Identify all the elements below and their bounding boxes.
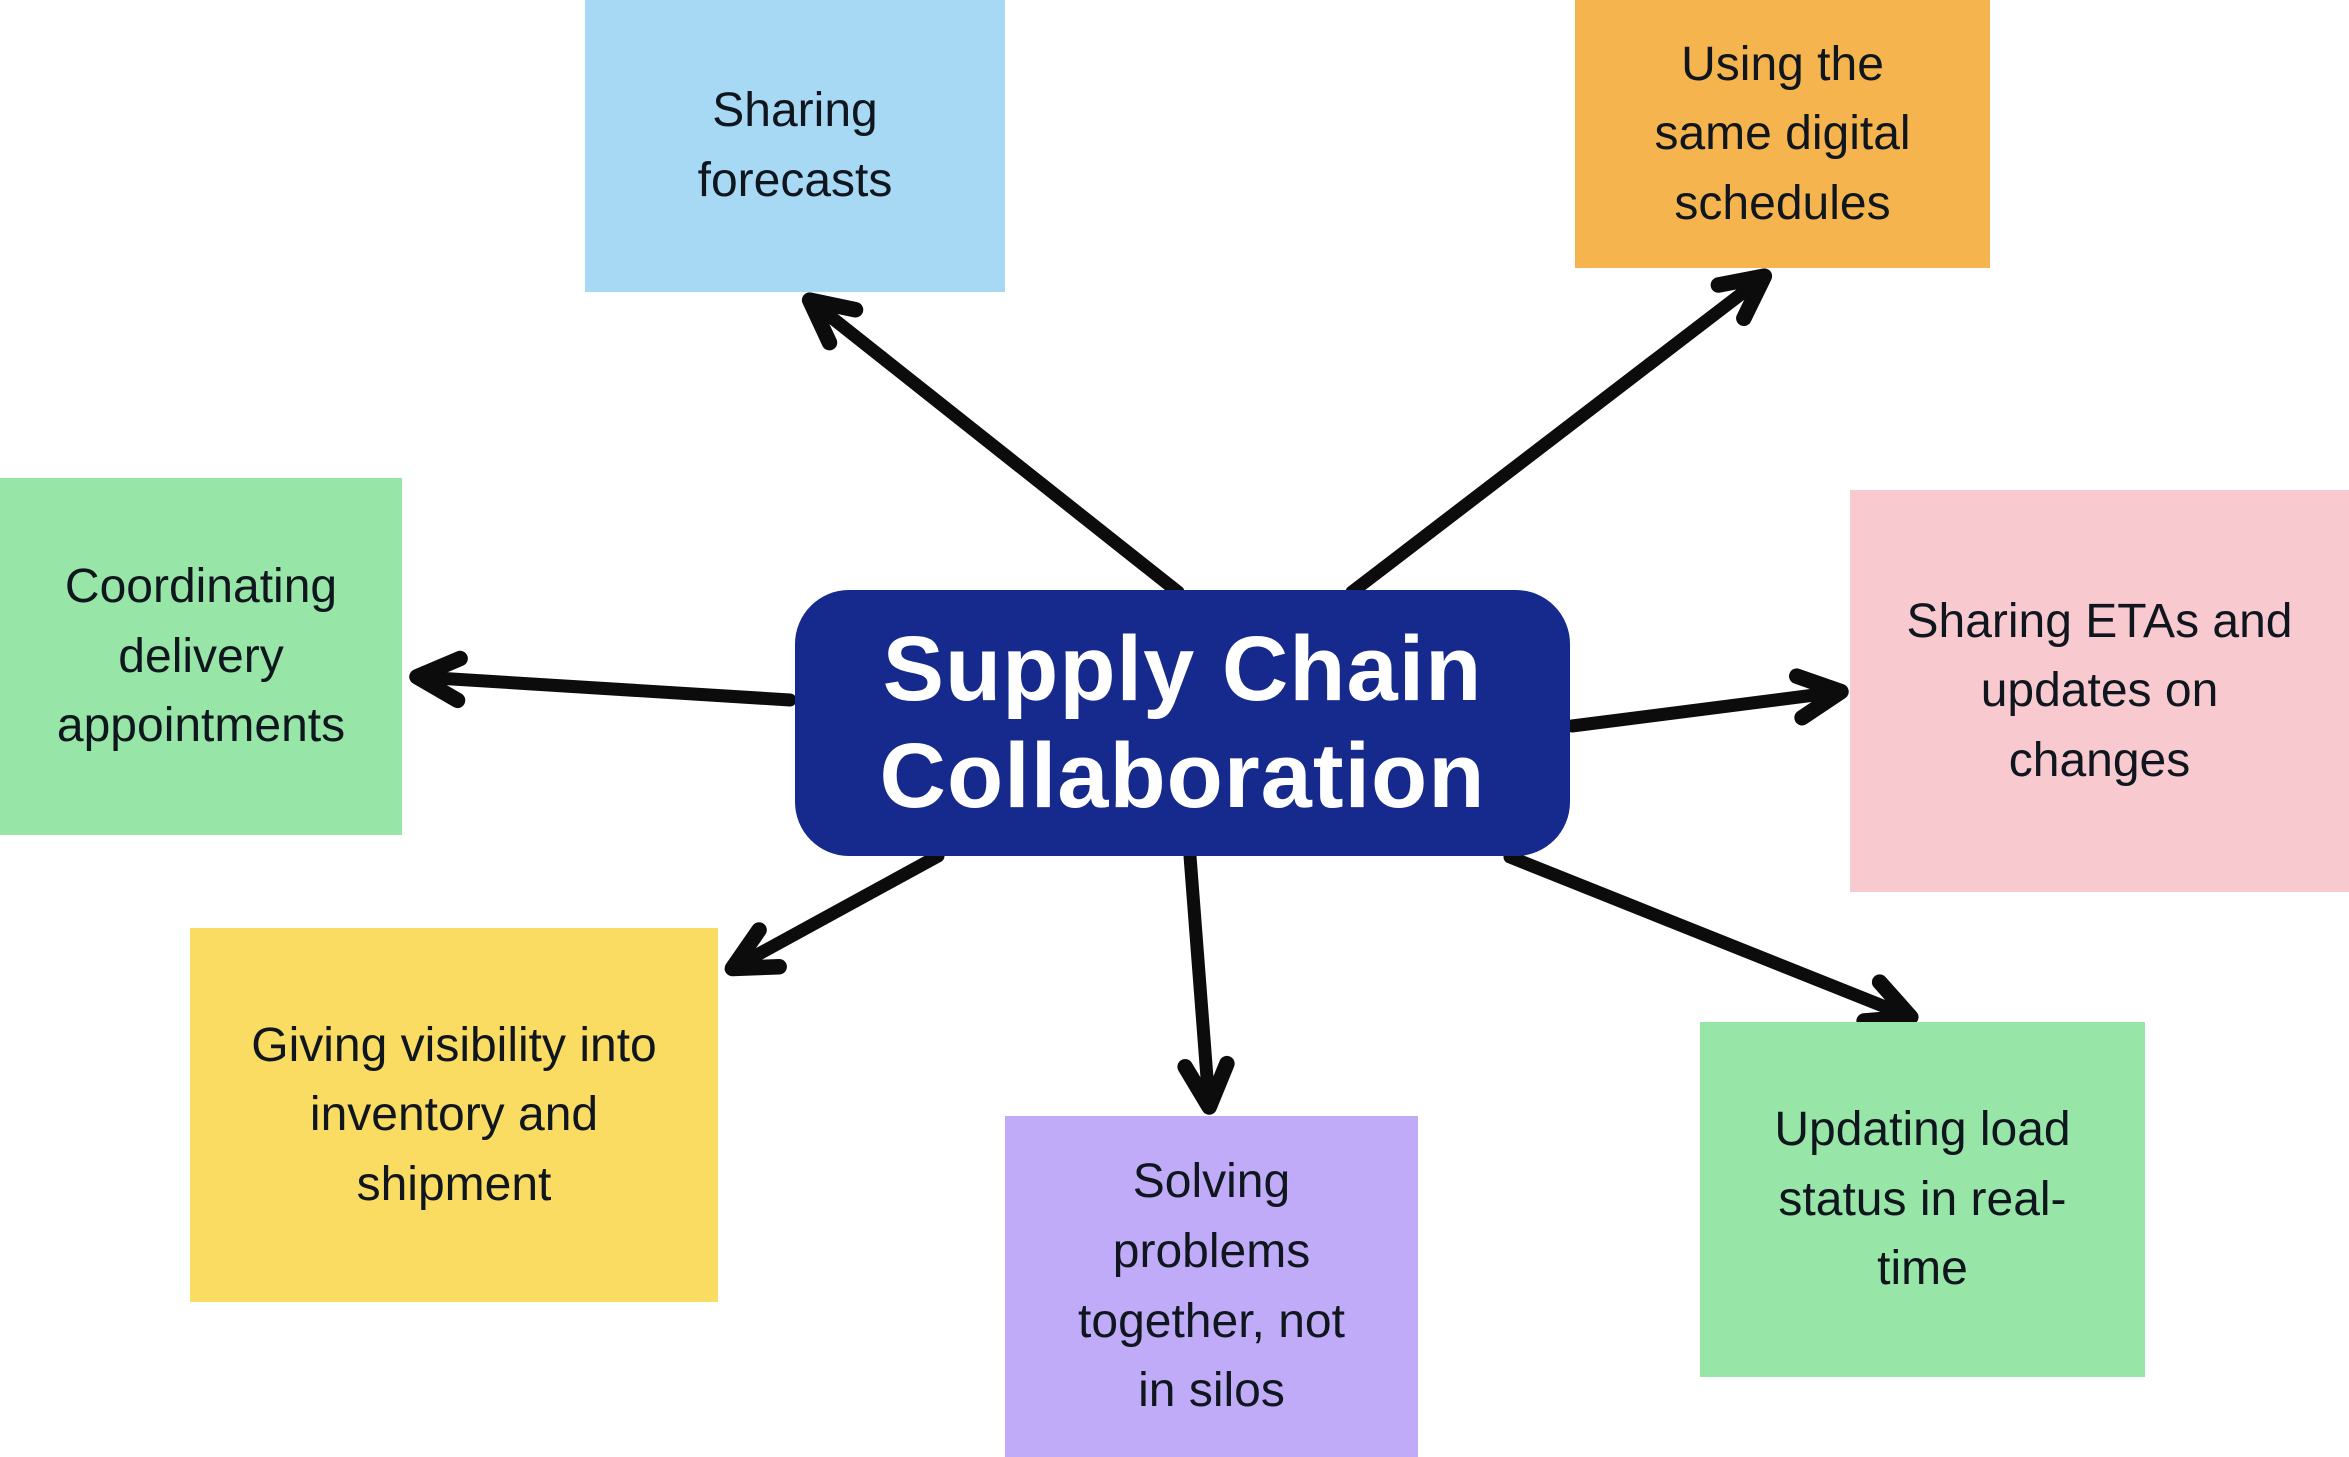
- node-coordinating-delivery-appointments-label: Coordinating delivery appointments: [56, 560, 346, 753]
- node-updating-load-status-label: Updating load status in real- time: [1774, 1103, 2071, 1296]
- node-sharing-etas-and-updates: Sharing ETAs and updates on changes: [1850, 490, 2349, 892]
- node-coordinating-delivery-appointments: Coordinating delivery appointments: [0, 478, 402, 835]
- node-solving-problems-together: Solving problems together, not in silos: [1005, 1116, 1418, 1457]
- center-node-title: Supply Chain Collaboration: [879, 618, 1486, 827]
- arrow-to-coordinating-appointments: [409, 650, 797, 709]
- arrow-to-solving-problems: [1177, 849, 1235, 1115]
- node-sharing-forecasts-label: Sharing forecasts: [697, 84, 893, 207]
- center-node-supply-chain-collaboration: Supply Chain Collaboration: [795, 590, 1570, 856]
- node-solving-problems-together-label: Solving problems together, not in silos: [1078, 1155, 1345, 1418]
- node-sharing-forecasts: Sharing forecasts: [585, 0, 1005, 292]
- arrow-to-using-schedules: [1345, 268, 1773, 599]
- node-updating-load-status: Updating load status in real- time: [1700, 1022, 2145, 1377]
- arrow-to-sharing-etas: [1565, 668, 1849, 733]
- node-using-same-digital-schedules: Using the same digital schedules: [1575, 0, 1990, 268]
- node-sharing-etas-and-updates-label: Sharing ETAs and updates on changes: [1906, 594, 2293, 787]
- node-giving-visibility: Giving visibility into inventory and shi…: [190, 928, 718, 1302]
- arrow-to-updating-load-status: [1503, 850, 1919, 1029]
- arrow-to-sharing-forecasts: [801, 292, 1185, 599]
- node-giving-visibility-label: Giving visibility into inventory and shi…: [251, 1018, 657, 1211]
- node-using-same-digital-schedules-label: Using the same digital schedules: [1654, 37, 1911, 230]
- arrow-to-giving-visibility: [724, 849, 945, 977]
